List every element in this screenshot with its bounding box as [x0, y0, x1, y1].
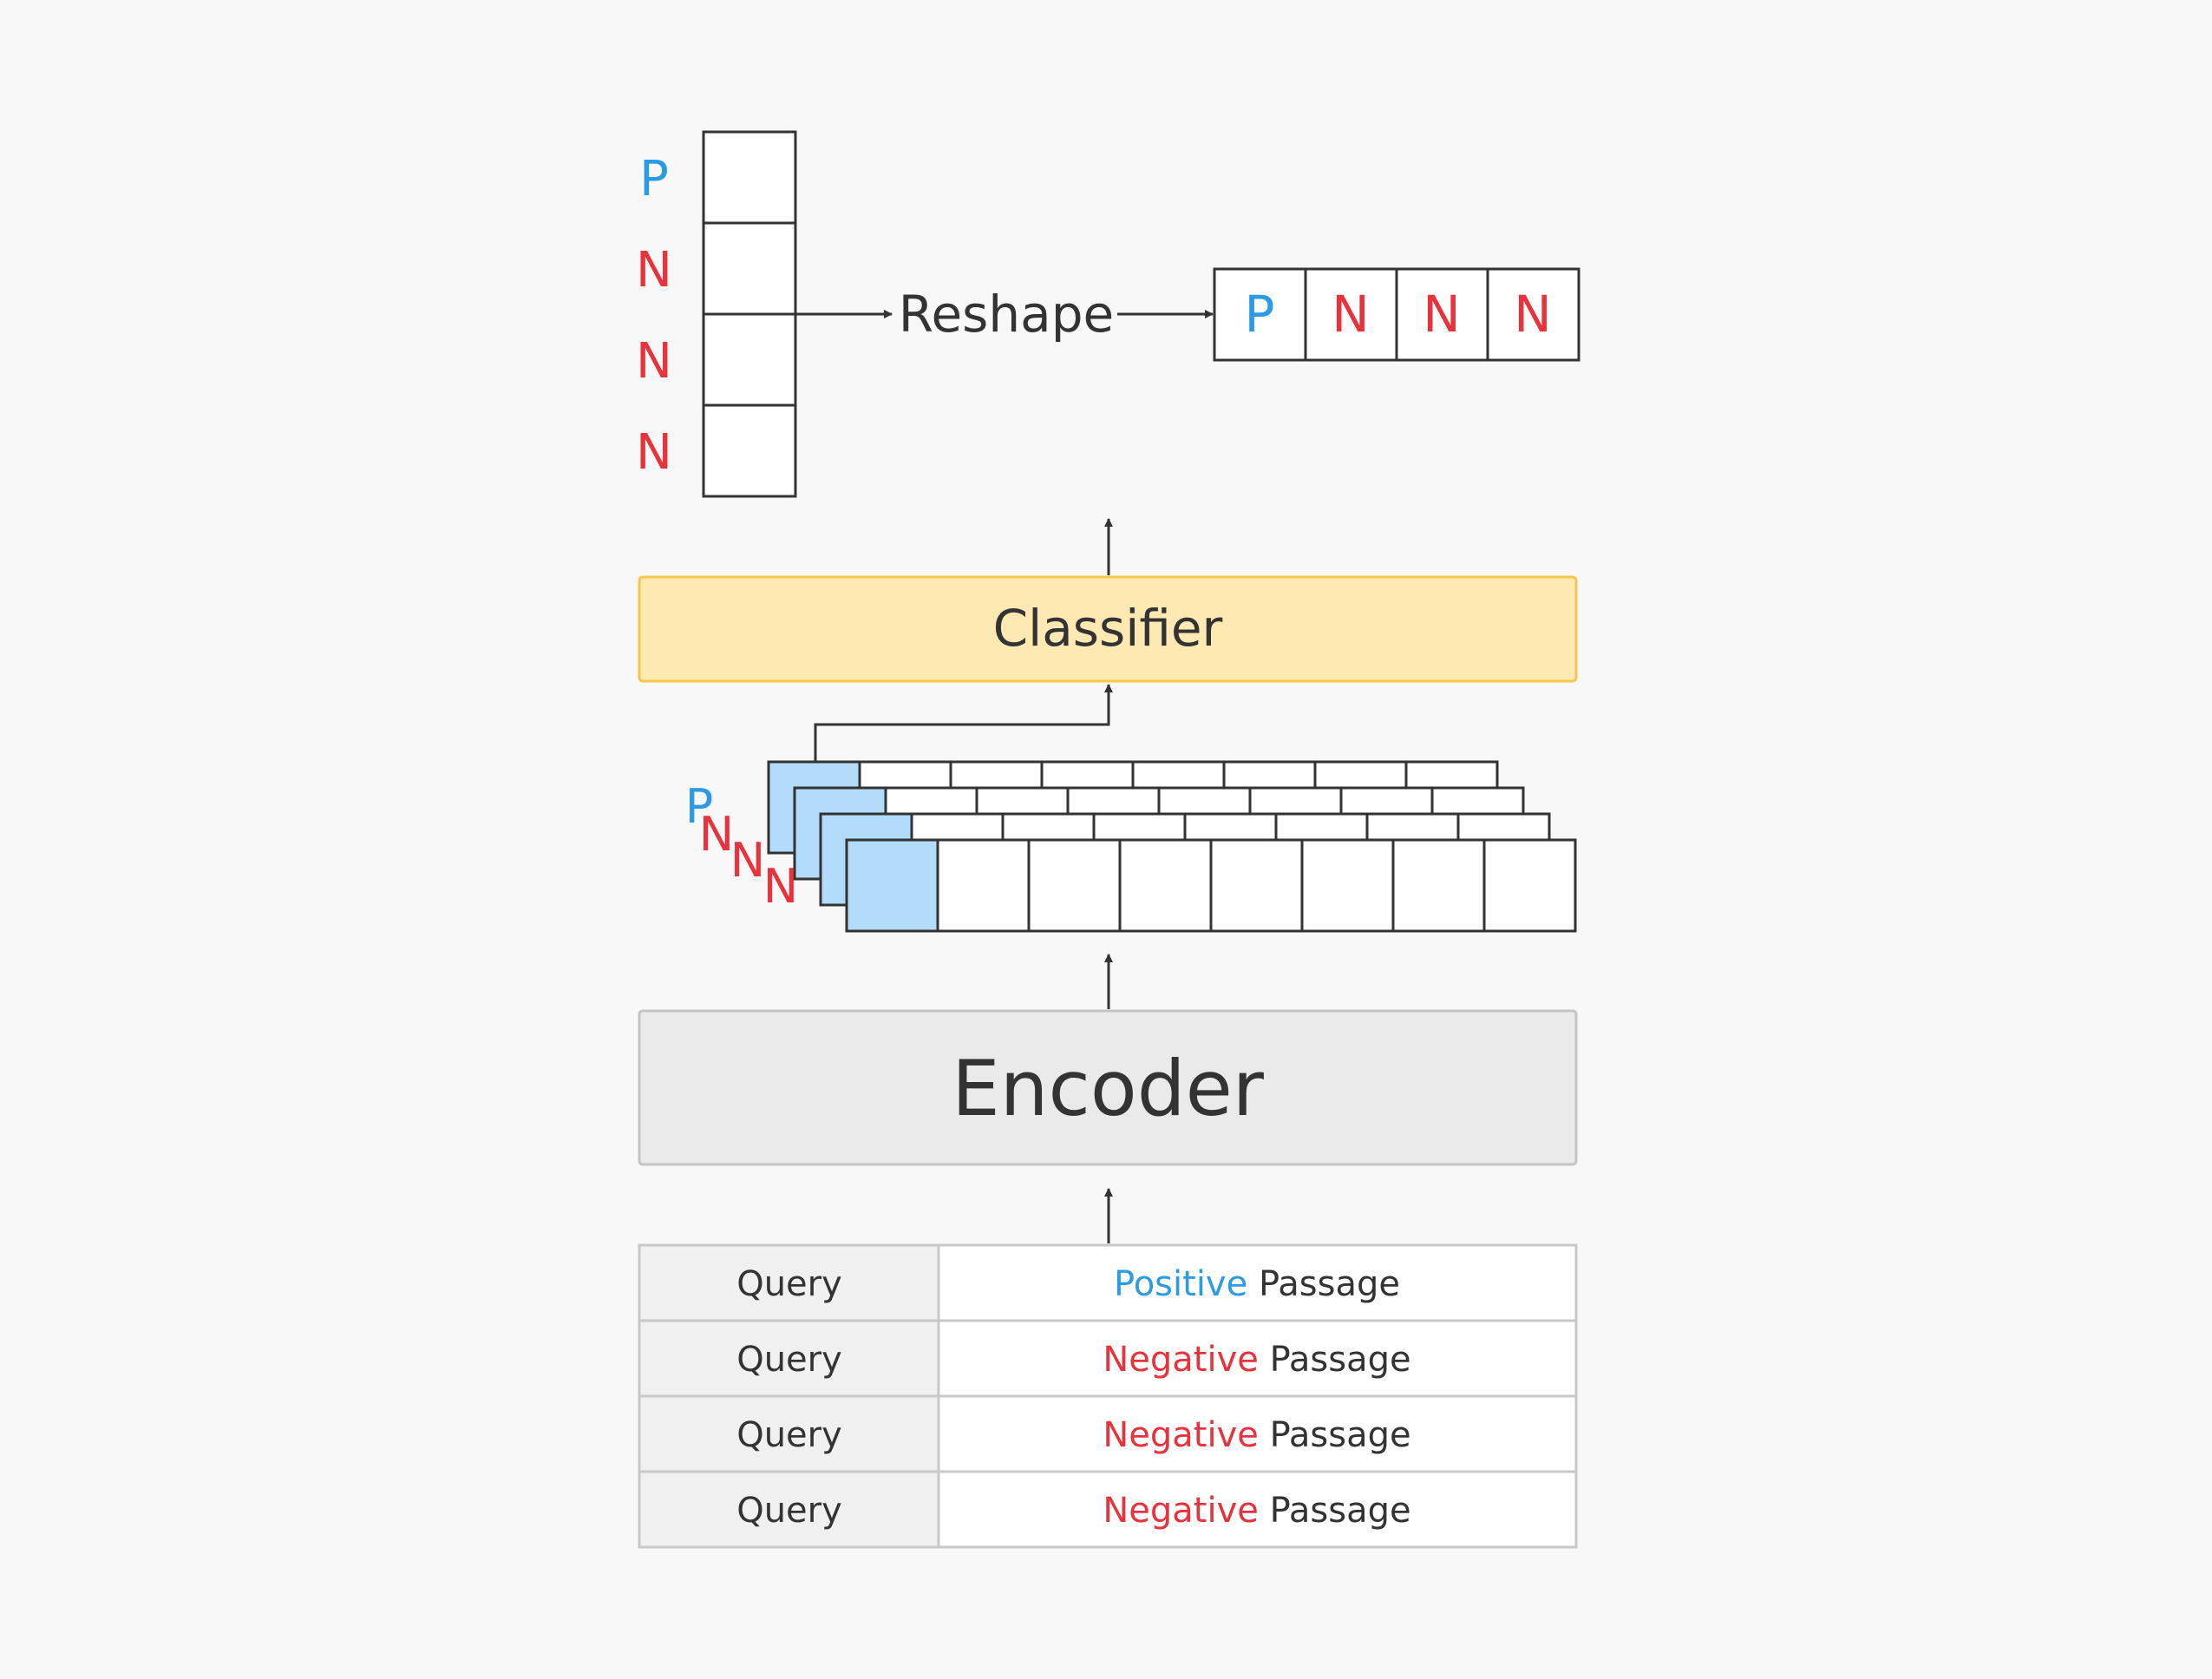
query-label: Query — [736, 1491, 842, 1531]
token-cell — [1391, 838, 1486, 933]
stack-label-p: P — [685, 779, 714, 834]
token-cell — [1300, 838, 1395, 933]
passage-cell — [937, 1243, 1578, 1322]
reshaped-label-n: N — [1423, 285, 1460, 344]
input-table — [638, 1243, 1578, 1549]
encoder-label: Encoder — [952, 1044, 1265, 1133]
score-label-n: N — [636, 242, 672, 298]
passage-word: Passage — [1270, 1415, 1411, 1455]
stack-label-n: N — [763, 859, 798, 914]
negative-word: Negative — [1103, 1340, 1259, 1380]
passage-word: Passage — [1259, 1264, 1400, 1304]
reshaped-label-n: N — [1332, 285, 1369, 344]
passage-label: Negative Passage — [1103, 1415, 1410, 1455]
reshape-label: Reshape — [899, 285, 1114, 344]
query-cell — [638, 1470, 940, 1549]
token-cell — [936, 838, 1031, 933]
stack-label-n: N — [730, 833, 765, 888]
query-label: Query — [736, 1264, 842, 1304]
passage-word: Passage — [1270, 1340, 1411, 1380]
query-label: Query — [736, 1340, 842, 1380]
token-cell — [1027, 838, 1122, 933]
negative-word: Negative — [1103, 1491, 1259, 1531]
score-label-n: N — [636, 333, 672, 390]
passage-word: Passage — [1270, 1491, 1411, 1531]
score-cell — [702, 403, 797, 498]
score-label-n: N — [636, 424, 672, 481]
score-label-p: P — [639, 151, 669, 207]
classifier-box — [638, 575, 1578, 683]
passage-label: Negative Passage — [1103, 1491, 1410, 1531]
reshaped-row — [1213, 267, 1580, 362]
token-cell — [1482, 838, 1577, 933]
token-cell — [1209, 838, 1304, 933]
stack-label-n: N — [699, 807, 734, 862]
passage-cell — [937, 1470, 1578, 1549]
classifier-label: Classifier — [993, 599, 1223, 658]
encoder-box — [638, 1009, 1578, 1166]
passage-cell — [937, 1394, 1578, 1473]
token-stack-layer-4 — [845, 838, 1577, 933]
query-cell — [638, 1394, 940, 1473]
reshaped-label-n: N — [1514, 285, 1551, 344]
query-cell — [638, 1243, 940, 1322]
score-cell — [702, 312, 797, 407]
token-cell — [1118, 838, 1213, 933]
reshaped-cell — [1395, 267, 1489, 362]
query-label: Query — [736, 1415, 842, 1455]
reshaped-label-p: P — [1245, 285, 1275, 344]
negative-word: Negative — [1103, 1415, 1259, 1455]
positive-word: Positive — [1114, 1264, 1247, 1304]
arrow-cls-to-classifier — [814, 684, 1113, 762]
reshaped-cell — [1486, 267, 1580, 362]
score-cell — [702, 221, 797, 316]
query-cell — [638, 1319, 940, 1398]
passage-label: Negative Passage — [1103, 1340, 1410, 1380]
cls-token — [845, 838, 939, 933]
score-cell — [702, 130, 797, 225]
passage-label: Positive Passage — [1114, 1264, 1400, 1304]
score-column — [702, 130, 797, 498]
